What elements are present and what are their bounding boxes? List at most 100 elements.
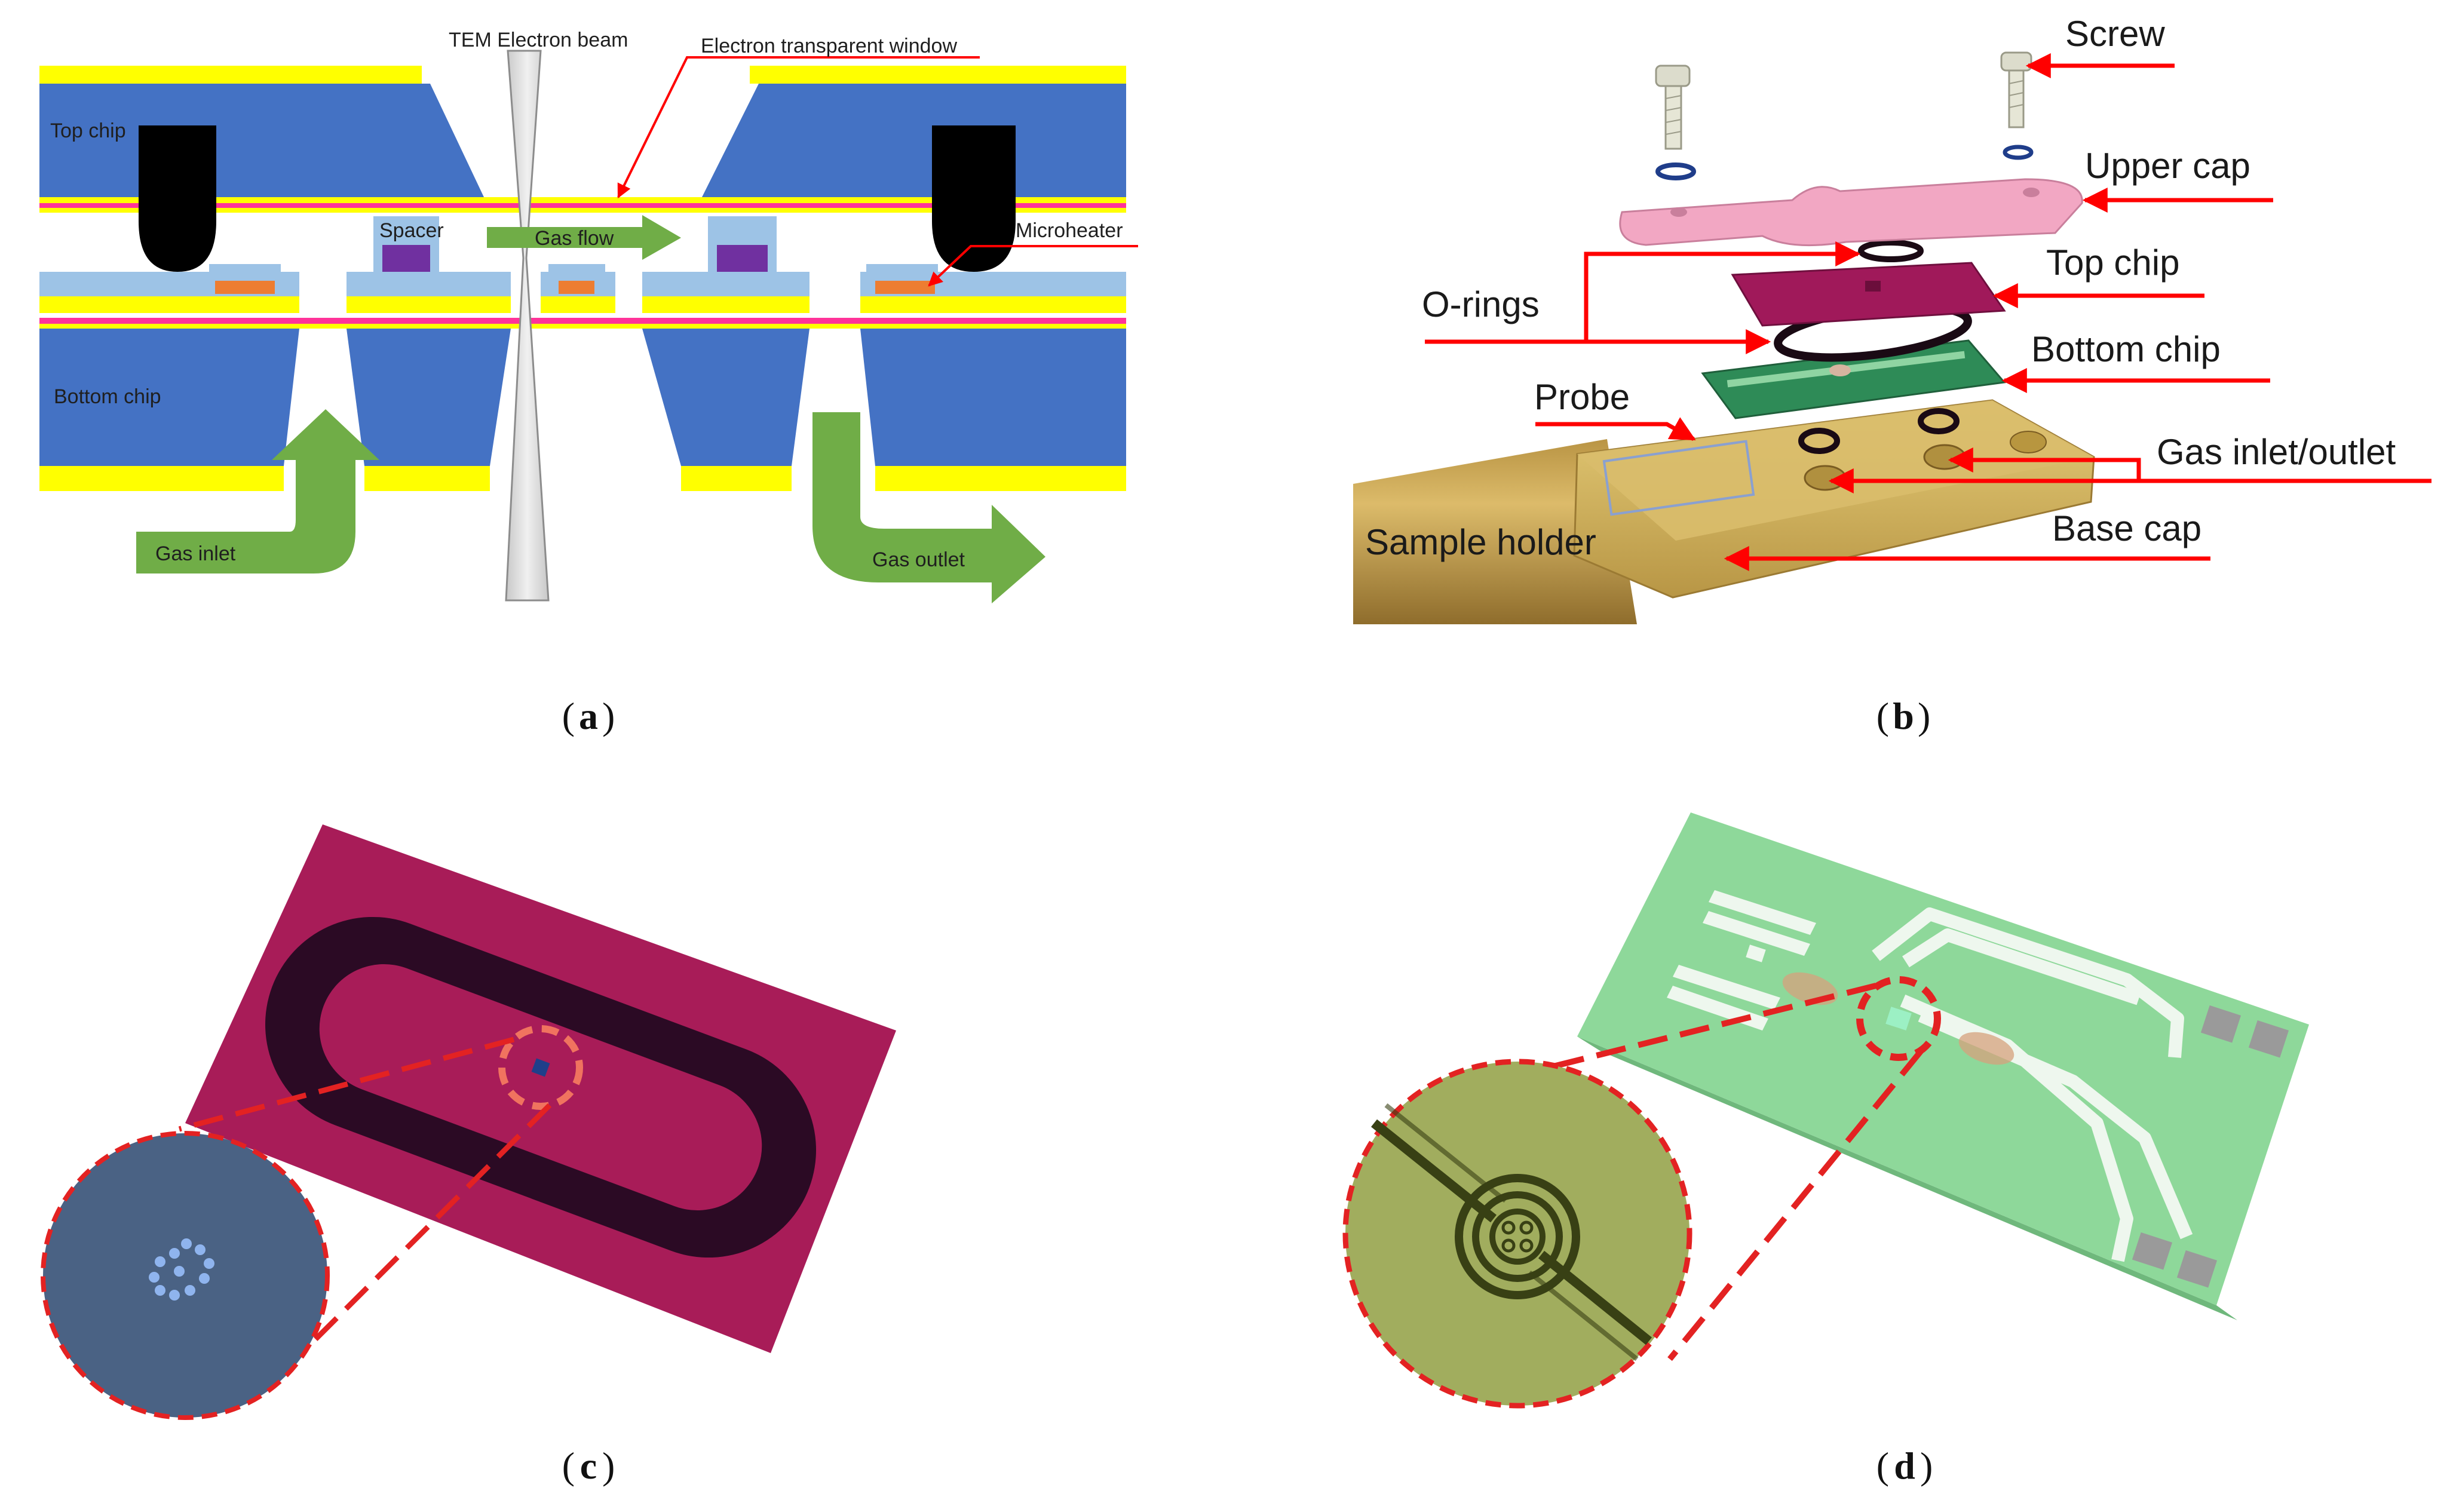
bonding-pads bbox=[2132, 1005, 2289, 1288]
label-gas-inlet-outlet: Gas inlet/outlet bbox=[2157, 432, 2396, 472]
caption-b: ( b ) bbox=[1876, 695, 1931, 737]
label-spacer: Spacer bbox=[379, 219, 444, 242]
svg-text:(: ( bbox=[562, 1444, 575, 1487]
label-window: Electron transparent window bbox=[701, 35, 957, 57]
microheater-1 bbox=[215, 281, 275, 294]
bottom-chip-body-2 bbox=[347, 329, 511, 466]
bottom-chip-flat-side bbox=[1577, 1036, 2237, 1320]
washer-left bbox=[1655, 162, 1696, 180]
svg-text:(: ( bbox=[1876, 1444, 1889, 1487]
label-base-cap: Base cap bbox=[2052, 508, 2201, 548]
bottom-chip-base-gold-1 bbox=[39, 466, 284, 491]
zoom-line-d-top bbox=[1528, 983, 1877, 1075]
caption-b-letter: b bbox=[1893, 695, 1914, 737]
o-ring-groove bbox=[265, 916, 816, 1258]
screw-left bbox=[1655, 65, 1691, 150]
bottom-chip-base-gold-4 bbox=[875, 466, 1126, 491]
bottom-chip-gold-4 bbox=[642, 296, 810, 313]
bottom-chip-gold-5 bbox=[860, 296, 1126, 313]
top-chip-3d bbox=[1731, 262, 2006, 327]
base-cap-hole-3 bbox=[2010, 431, 2047, 453]
label-microheater: Microheater bbox=[1016, 219, 1123, 242]
heater-highlight-circle bbox=[1856, 976, 1941, 1061]
label-gas-inlet: Gas inlet bbox=[155, 542, 236, 565]
label-gas-outlet: Gas outlet bbox=[872, 548, 965, 571]
top-chip-yellow-bottom2 bbox=[39, 208, 1126, 213]
o-ring-base-right bbox=[1918, 408, 1960, 434]
microheater-2 bbox=[559, 281, 594, 294]
window-highlight-circle bbox=[498, 1025, 583, 1110]
label-top-chip: Top chip bbox=[50, 119, 126, 142]
gas-port-hole-2 bbox=[1923, 444, 1966, 470]
heater-bump-2 bbox=[548, 264, 605, 276]
insulation-strip-4 bbox=[642, 272, 810, 296]
label-gas-flow: Gas flow bbox=[535, 227, 614, 250]
label-screw: Screw bbox=[2065, 14, 2165, 54]
bottom-chip-base-gold-3 bbox=[681, 466, 792, 491]
bottom-chip-base-gold-2 bbox=[364, 466, 490, 491]
svg-text:): ) bbox=[602, 1444, 615, 1487]
bottom-chip-body-4 bbox=[860, 329, 1126, 466]
bottom-chip-gold-3 bbox=[541, 296, 615, 313]
label-upper-cap: Upper cap bbox=[2085, 146, 2250, 186]
top-chip-right-body bbox=[702, 84, 1126, 197]
bottom-chip-gold-1 bbox=[39, 296, 299, 313]
microheater-3 bbox=[875, 281, 935, 294]
o-rings-leader bbox=[1425, 241, 1861, 344]
label-bottom-chip: Bottom chip bbox=[2031, 329, 2221, 369]
svg-text:(: ( bbox=[562, 695, 575, 737]
panel-a: TEM Electron beam Electron transparent w… bbox=[39, 29, 1138, 737]
caption-d: ( d ) bbox=[1876, 1444, 1933, 1487]
top-chip-window bbox=[1865, 281, 1881, 292]
label-tem-beam: TEM Electron beam bbox=[449, 29, 628, 51]
top-chip-gold-top-left bbox=[39, 66, 422, 84]
inset-hole-pattern bbox=[149, 1238, 214, 1301]
probe bbox=[1602, 440, 1755, 516]
panel-d: ( d ) bbox=[1342, 812, 2309, 1487]
heater-window bbox=[1885, 1007, 1912, 1031]
upper-cap bbox=[1619, 178, 2083, 247]
zoom-line-d-bottom bbox=[1667, 1049, 1923, 1361]
washer-right bbox=[2003, 145, 2034, 160]
window-membrane-top bbox=[39, 203, 1126, 208]
svg-text:(: ( bbox=[1876, 695, 1889, 737]
panel-b: Screw Upper cap O-rings Top chip Bottom … bbox=[1353, 14, 2431, 737]
label-probe: Probe bbox=[1534, 377, 1630, 417]
gas-port-hole-1 bbox=[1804, 465, 1847, 491]
o-ring-base-left bbox=[1798, 428, 1840, 454]
top-chip-gold-top-right bbox=[750, 66, 1126, 84]
bottom-chip-yellow-line bbox=[39, 324, 1126, 329]
caption-d-letter: d bbox=[1894, 1444, 1915, 1487]
panel-c: ( c ) bbox=[41, 824, 896, 1487]
upper-cap-hole-right bbox=[2023, 188, 2040, 197]
o-ring-upper bbox=[1858, 240, 1924, 262]
upper-cap-hole-left bbox=[1670, 207, 1687, 217]
gas-port-right bbox=[1958, 1032, 2014, 1065]
tem-electron-beam bbox=[505, 50, 550, 602]
bottom-chip-body-3 bbox=[642, 329, 810, 466]
insulation-strip-2 bbox=[347, 272, 511, 296]
gas-inlet-arrow bbox=[136, 409, 379, 573]
caption-a: ( a ) bbox=[562, 695, 615, 737]
zoom-line-top bbox=[178, 1036, 515, 1132]
screw-right bbox=[2000, 51, 2032, 128]
bottom-chip-gold-2 bbox=[347, 296, 511, 313]
top-chip-section bbox=[39, 66, 1126, 272]
svg-text:): ) bbox=[602, 695, 615, 737]
inset-zoom-circle-d bbox=[1342, 1059, 1692, 1409]
caption-c-letter: c bbox=[580, 1444, 597, 1487]
bottom-chip-section bbox=[39, 296, 1126, 491]
bottom-chip-body-1 bbox=[39, 329, 299, 466]
label-bottom-chip: Bottom chip bbox=[54, 385, 161, 408]
sample-holder-rod bbox=[1353, 439, 1637, 624]
label-o-rings: O-rings bbox=[1422, 284, 1540, 324]
bottom-chip-center bbox=[1829, 364, 1851, 376]
heater-bump-3 bbox=[866, 264, 938, 276]
window-leader-line bbox=[617, 56, 980, 199]
heater-bump-1 bbox=[209, 264, 281, 276]
inset-zoom-circle bbox=[41, 1131, 330, 1420]
spacer-layer bbox=[39, 216, 1126, 296]
membrane-window bbox=[531, 1058, 550, 1077]
inset-heater-pattern bbox=[1371, 1103, 1652, 1361]
label-top-chip: Top chip bbox=[2046, 243, 2179, 283]
